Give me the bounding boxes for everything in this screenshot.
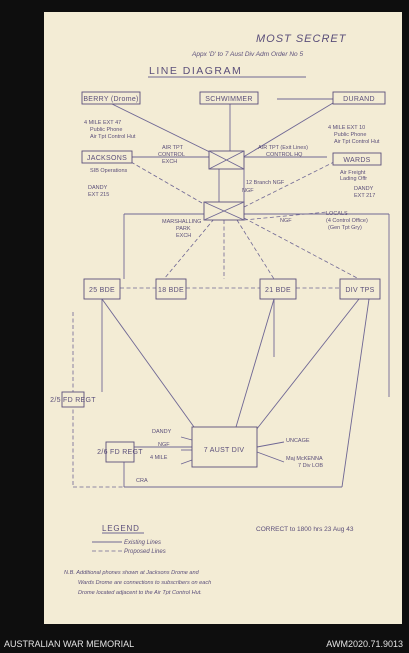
- svg-text:Drome located adjacent to the: Drome located adjacent to the Air Tpt Co…: [78, 590, 202, 596]
- footnote: N.B. Additional phones shown at Jacksons…: [64, 570, 211, 596]
- svg-text:CONTROL: CONTROL: [158, 152, 185, 158]
- legend-existing-label: Existing Lines: [124, 540, 161, 546]
- svg-text:Air Freight: Air Freight: [340, 170, 366, 176]
- archive-caption-bar: AUSTRALIAN WAR MEMORIAL AWM2020.71.9013: [0, 635, 409, 653]
- exchange-air-tpt-control: [208, 150, 245, 170]
- svg-text:2/6 FD REGT: 2/6 FD REGT: [97, 449, 143, 456]
- node-18-bde: 18 BDE: [155, 278, 187, 300]
- svg-text:MARSHALLING: MARSHALLING: [162, 219, 201, 225]
- appendix-reference: Appx 'D' to 7 Aust Div Adm Order No 5: [191, 51, 303, 58]
- node-jacksons: JACKSONS: [81, 150, 133, 164]
- svg-text:JACKSONS: JACKSONS: [87, 155, 127, 162]
- svg-text:NGF: NGF: [242, 188, 254, 194]
- node-7-aust-div: 7 AUST DIV: [191, 426, 258, 468]
- svg-text:DIV TPS: DIV TPS: [345, 287, 374, 294]
- svg-text:7 AUST DIV: 7 AUST DIV: [204, 447, 245, 454]
- node-2-5-fd-regt: 2/5 FD REGT: [50, 391, 96, 408]
- node-wards: WARDS: [332, 152, 382, 166]
- svg-text:UNCAGE: UNCAGE: [286, 438, 310, 444]
- svg-text:SIB Operations: SIB Operations: [90, 168, 128, 174]
- connection-lines: [72, 98, 390, 488]
- svg-text:2/5 FD REGT: 2/5 FD REGT: [50, 397, 96, 404]
- svg-text:25 BDE: 25 BDE: [89, 287, 115, 294]
- svg-text:12 Branch NGF: 12 Branch NGF: [246, 180, 285, 186]
- svg-text:(4 Control Office): (4 Control Office): [326, 218, 368, 224]
- accession-number: AWM2020.71.9013: [326, 639, 403, 649]
- svg-text:AIR TPT (Exit Lines): AIR TPT (Exit Lines): [258, 145, 308, 151]
- legend-proposed-label: Proposed Lines: [124, 549, 166, 555]
- node-berry: BERRY (Drome): [81, 91, 141, 105]
- svg-text:EXT 215: EXT 215: [88, 192, 109, 198]
- node-2-6-fd-regt: 2/6 FD REGT: [97, 441, 143, 463]
- document-sheet: MOST SECRET Appx 'D' to 7 Aust Div Adm O…: [44, 12, 402, 624]
- node-durand: DURAND: [332, 91, 386, 105]
- line-diagram: MOST SECRET Appx 'D' to 7 Aust Div Adm O…: [50, 33, 390, 596]
- archive-name: AUSTRALIAN WAR MEMORIAL: [4, 639, 135, 649]
- svg-text:CRA: CRA: [136, 478, 148, 484]
- svg-text:21 BDE: 21 BDE: [265, 287, 291, 294]
- svg-text:4 MILE EXT 47: 4 MILE EXT 47: [84, 120, 121, 126]
- svg-text:NGF: NGF: [158, 442, 170, 448]
- svg-text:EXCH: EXCH: [176, 233, 191, 239]
- svg-text:LOCALS: LOCALS: [326, 211, 348, 217]
- svg-text:PARK: PARK: [176, 226, 191, 232]
- svg-text:Wards Drome are connections to: Wards Drome are connections to subscribe…: [78, 580, 211, 586]
- svg-text:Public Phone: Public Phone: [334, 132, 366, 138]
- classification-stamp: MOST SECRET: [256, 33, 347, 45]
- legend-title: LEGEND: [102, 524, 140, 533]
- node-25-bde: 25 BDE: [83, 278, 121, 300]
- diagram-title: LINE DIAGRAM: [149, 65, 242, 77]
- svg-text:DANDY: DANDY: [152, 429, 172, 435]
- svg-text:Public Phone: Public Phone: [90, 127, 122, 133]
- svg-text:AIR TPT: AIR TPT: [162, 145, 184, 151]
- svg-text:4 MILE EXT 10: 4 MILE EXT 10: [328, 125, 365, 131]
- node-21-bde: 21 BDE: [259, 278, 297, 300]
- svg-text:BERRY (Drome): BERRY (Drome): [83, 96, 138, 103]
- svg-text:DANDY: DANDY: [88, 185, 108, 191]
- svg-text:7 Div LOB: 7 Div LOB: [298, 463, 323, 469]
- legend: LEGEND Existing Lines Proposed Lines COR…: [92, 524, 354, 555]
- correction-date: CORRECT to 1800 hrs 23 Aug 43: [256, 526, 354, 533]
- svg-text:CONTROL HQ: CONTROL HQ: [266, 152, 303, 158]
- svg-text:(Gen Tpt Gry): (Gen Tpt Gry): [328, 225, 362, 231]
- svg-text:EXT 217: EXT 217: [354, 193, 375, 199]
- svg-text:EXCH: EXCH: [162, 159, 177, 165]
- svg-text:18 BDE: 18 BDE: [158, 287, 184, 294]
- svg-text:N.B. Additional phones shown: N.B. Additional phones shown at Jacksons…: [64, 570, 200, 576]
- node-div-tps: DIV TPS: [339, 278, 381, 300]
- node-schwimmer: SCHWIMMER: [199, 91, 259, 105]
- svg-text:DANDY: DANDY: [354, 186, 374, 192]
- svg-text:DURAND: DURAND: [343, 96, 375, 103]
- svg-text:Air Tpt Control Hut: Air Tpt Control Hut: [90, 134, 136, 140]
- svg-text:Lading Offr: Lading Offr: [340, 176, 367, 182]
- diagram-labels: 4 MILE EXT 47 Public Phone Air Tpt Contr…: [84, 120, 380, 484]
- svg-text:4 MILE: 4 MILE: [150, 455, 168, 461]
- svg-text:SCHWIMMER: SCHWIMMER: [205, 96, 252, 103]
- svg-text:Air Tpt Control Hut: Air Tpt Control Hut: [334, 139, 380, 145]
- svg-text:Maj McKENNA: Maj McKENNA: [286, 456, 323, 462]
- exchange-marshalling-park: [203, 201, 245, 221]
- svg-text:NGF: NGF: [280, 218, 292, 224]
- svg-text:WARDS: WARDS: [343, 157, 370, 164]
